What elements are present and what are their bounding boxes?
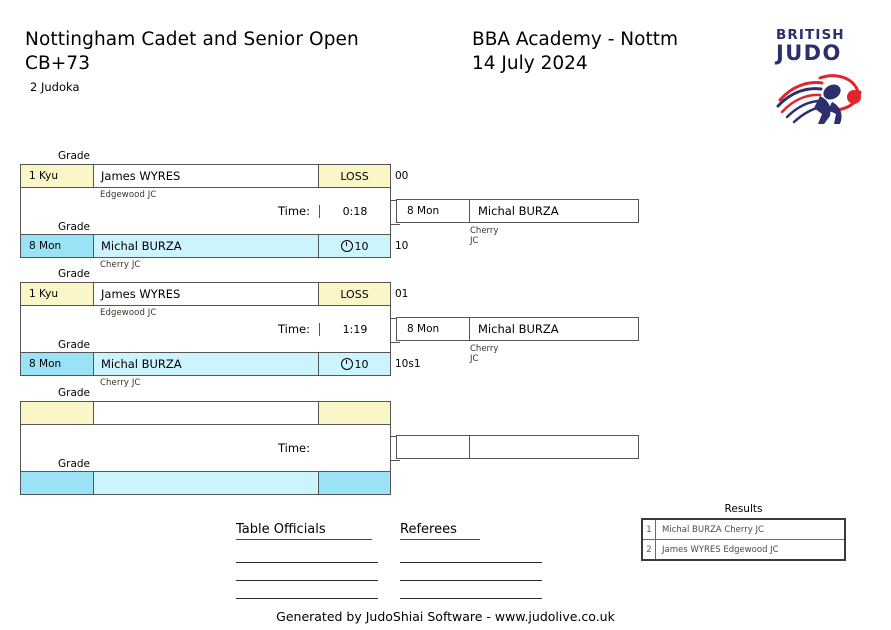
competitor-grade-top-2: 1 Kyu: [21, 283, 94, 305]
results-panel: Results 1 Michal BURZA Cherry JC 2 James…: [641, 503, 846, 561]
judoka-figure-icon: [774, 66, 875, 130]
category-name: CB+73: [25, 53, 91, 74]
competitor-row-top-3[interactable]: [20, 401, 391, 425]
competitor-club-bottom-2: Cherry JC: [100, 378, 141, 388]
time-label-2: Time:: [277, 322, 310, 336]
result-name: Michal BURZA Cherry JC: [662, 524, 764, 535]
referees-line-3[interactable]: [400, 598, 542, 599]
results-title: Results: [724, 503, 763, 515]
competitor-score-bottom-2: 10: [319, 353, 390, 375]
time-value-1: 0:18: [319, 204, 390, 218]
competitor-name-bottom-2: Michal BURZA: [94, 353, 319, 375]
competitor-club-top-1: Edgewood JC: [100, 190, 157, 200]
competitor-grade-bottom-1: 8 Mon: [21, 235, 94, 257]
winner-box-2[interactable]: 8 Mon Michal BURZA: [396, 317, 639, 341]
competitor-name-bottom-1: Michal BURZA: [94, 235, 319, 257]
time-label-1: Time:: [277, 204, 310, 218]
winner-grade-2: 8 Mon: [397, 318, 470, 340]
winner-grade-3: [397, 436, 470, 458]
competitor-score-top-1: LOSS: [319, 165, 390, 187]
competitor-name-top-3: [94, 402, 319, 424]
british-judo-logo: BRITISH JUDO: [770, 28, 875, 128]
table-officials-group: Table Officials: [236, 518, 381, 599]
referees-heading: Referees: [400, 522, 480, 540]
results-table: 1 Michal BURZA Cherry JC 2 James WYRES E…: [641, 518, 846, 561]
winner-club-1: Cherry JC: [470, 226, 499, 246]
winner-name-3: [470, 436, 638, 458]
time-label-3: Time:: [277, 441, 310, 455]
competitor-name-top-1: James WYRES: [94, 165, 319, 187]
bracket-connector-top-1: [391, 200, 400, 201]
result-name: James WYRES Edgewood JC: [662, 544, 779, 555]
event-date: 14 July 2024: [472, 53, 588, 74]
winner-club-2: Cherry JC: [470, 344, 499, 364]
logo-text-judo: JUDO: [776, 41, 842, 65]
grade-label-bottom-2: Grade: [58, 339, 91, 351]
winner-name-2: Michal BURZA: [478, 322, 559, 336]
winner-box-1[interactable]: 8 Mon Michal BURZA: [396, 199, 639, 223]
edge-score-top-2: 01: [395, 288, 409, 300]
competitor-score-top-2: LOSS: [319, 283, 390, 305]
footer-text: Generated by JudoShiai Software - www.ju…: [276, 609, 615, 624]
competitor-score-value-bottom-2: 10: [354, 357, 369, 371]
competitor-row-bottom-2[interactable]: 8 Mon Michal BURZA 10: [20, 352, 391, 376]
competitor-name-bottom-3: [94, 472, 319, 494]
competitor-row-top-1[interactable]: 1 Kyu James WYRES LOSS: [20, 164, 391, 188]
competitor-grade-bottom-3: [21, 472, 94, 494]
results-row[interactable]: 1 Michal BURZA Cherry JC: [643, 520, 844, 539]
competitor-club-bottom-1: Cherry JC: [100, 260, 141, 270]
judoka-count: 2 Judoka: [30, 80, 80, 94]
winner-grade-1: 8 Mon: [397, 200, 470, 222]
winner-name-1: Michal BURZA: [478, 204, 559, 218]
result-rank: 2: [643, 540, 656, 559]
grade-label-top-1: Grade: [58, 150, 91, 162]
header-title-block: Nottingham Cadet and Senior Open CB+73 2…: [25, 28, 465, 95]
competitor-grade-top-3: [21, 402, 94, 424]
bracket-connector-bottom-2: [391, 342, 400, 343]
table-officials-line-1[interactable]: [236, 562, 378, 563]
grade-label-bottom-1: Grade: [58, 221, 91, 233]
bracket-connector-bottom-3: [391, 460, 400, 461]
competitor-score-value-bottom-1: 10: [354, 239, 369, 253]
bracket-connector-top-2: [391, 318, 400, 319]
competitor-score-bottom-3: [319, 472, 390, 494]
grade-label-top-3: Grade: [58, 387, 91, 399]
edge-score-bottom-2: 10s1: [395, 358, 421, 370]
competitor-score-top-3: [319, 402, 390, 424]
results-row[interactable]: 2 James WYRES Edgewood JC: [643, 539, 844, 559]
competitor-grade-bottom-2: 8 Mon: [21, 353, 94, 375]
winner-box-3[interactable]: [396, 435, 639, 459]
british-judo-wordmark: BRITISH JUDO: [770, 28, 875, 64]
competitor-name-top-2: James WYRES: [94, 283, 319, 305]
header-venue-block: BBA Academy - Nottm 14 July 2024: [472, 28, 752, 76]
bracket-connector-bottom-1: [391, 224, 400, 225]
logo-text-british: BRITISH: [776, 27, 845, 43]
tournament-name: Nottingham Cadet and Senior Open: [25, 29, 359, 50]
table-officials-heading: Table Officials: [236, 522, 372, 540]
referees-line-2[interactable]: [400, 580, 542, 581]
match-time-box-2: Time: 1:19: [20, 306, 391, 352]
grade-label-bottom-3: Grade: [58, 458, 91, 470]
referees-line-1[interactable]: [400, 562, 542, 563]
table-officials-line-2[interactable]: [236, 580, 378, 581]
competitor-row-bottom-3[interactable]: [20, 471, 391, 495]
match-time-box-1: Time: 0:18: [20, 188, 391, 234]
edge-score-top-1: 00: [395, 170, 409, 182]
clock-icon: [340, 358, 353, 370]
result-rank: 1: [643, 520, 656, 539]
bracket-connector-top-3: [391, 436, 400, 437]
venue-name: BBA Academy - Nottm: [472, 29, 678, 50]
competitor-club-top-2: Edgewood JC: [100, 308, 157, 318]
time-value-2: 1:19: [319, 322, 390, 336]
referees-group: Referees: [400, 518, 545, 599]
clock-icon: [340, 240, 353, 252]
competitor-grade-top-1: 1 Kyu: [21, 165, 94, 187]
grade-label-top-2: Grade: [58, 268, 91, 280]
competitor-score-bottom-1: 10: [319, 235, 390, 257]
competitor-row-top-2[interactable]: 1 Kyu James WYRES LOSS: [20, 282, 391, 306]
table-officials-line-3[interactable]: [236, 598, 378, 599]
edge-score-bottom-1: 10: [395, 240, 409, 252]
match-time-box-3: Time:: [20, 425, 391, 471]
competitor-row-bottom-1[interactable]: 8 Mon Michal BURZA 10: [20, 234, 391, 258]
